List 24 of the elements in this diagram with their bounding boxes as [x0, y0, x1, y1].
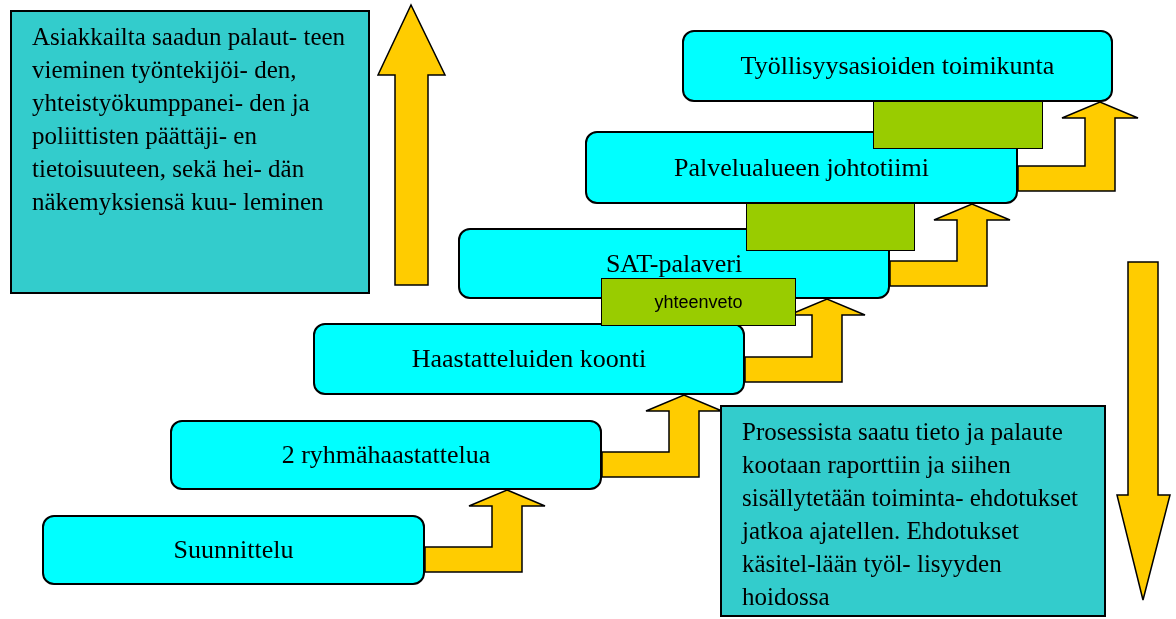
box-label: Palvelualueen johtotiimi: [674, 152, 929, 183]
box-label: 2 ryhmähaastattelua: [281, 440, 491, 470]
process-box: [313, 323, 745, 395]
block-arrow: [1017, 101, 1139, 192]
box-label: Työllisyysasioiden toimikunta: [740, 51, 1055, 81]
box-label: Prosessista saatu tieto ja palaute kootaan raporttiin ja siihen sisällytetään toiminta- ehdotukset jatkoa ajatellen. Ehdotukset käsitel-lään työl- lisyyden hoidossa: [742, 417, 1080, 612]
process-box: [585, 131, 1018, 204]
text-box: [720, 405, 1106, 617]
text-box: [10, 10, 370, 294]
box-label: SAT-palaveri: [605, 248, 743, 279]
box-label: yhteenveto: [654, 291, 743, 313]
empty-box: [873, 101, 1043, 149]
process-box: [42, 515, 425, 585]
box-label: Asiakkailta saadun palaut- teen vieminen työntekijöi- den, yhteistyökumppanei- den ja poliittisten päättäji- en tietoisuuteen, sekä hei- dän näkemyksiensä kuu- leminen: [32, 22, 347, 217]
label-box: [601, 278, 796, 326]
box-label: Haastatteluiden koonti: [411, 344, 647, 374]
block-arrow: [889, 203, 1011, 287]
process-box: [170, 420, 602, 490]
block-arrow: [601, 394, 723, 478]
block-arrow: [424, 489, 546, 573]
empty-box: [746, 203, 915, 251]
block-arrow: [744, 298, 866, 383]
process-box: [682, 30, 1113, 102]
box-label: Suunnittelu: [173, 535, 294, 565]
